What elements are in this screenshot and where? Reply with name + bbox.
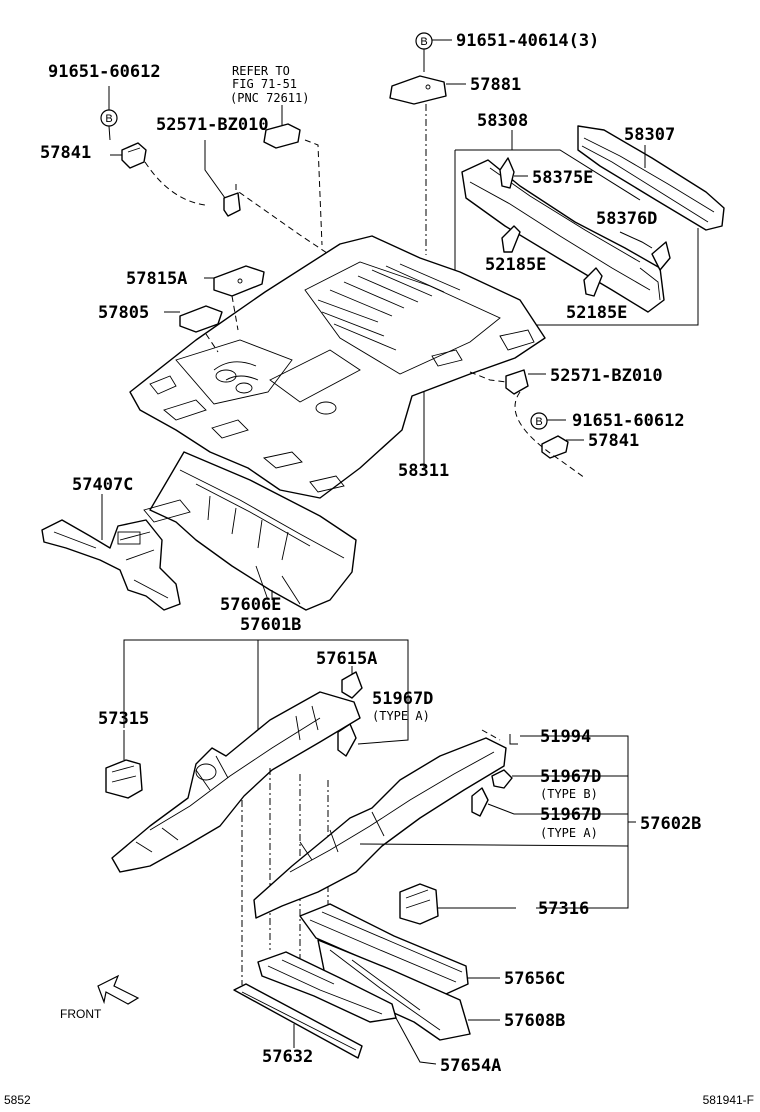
clip-51967d-type-a-lower xyxy=(471,787,489,817)
label-refer-pnc: (PNC 72611) xyxy=(230,91,309,105)
label-refer-fig: FIG 71-51 xyxy=(232,77,297,91)
bracket-57881 xyxy=(389,75,466,105)
bolt-91651-60612-left: B xyxy=(100,86,118,141)
label-58376d: 58376D xyxy=(596,209,657,229)
label-57881: 57881 xyxy=(470,75,521,95)
label-type-a-2: (TYPE A) xyxy=(540,826,598,840)
label-type-b: (TYPE B) xyxy=(540,787,598,801)
label-58375e: 58375E xyxy=(532,168,593,188)
floor-pan-58311 xyxy=(129,235,546,499)
bracket-57407c xyxy=(41,494,181,611)
bracket-57316 xyxy=(399,883,439,925)
bracket-57841-right xyxy=(541,435,584,459)
label-51967d-c: 51967D xyxy=(540,805,601,825)
label-91651-60612-left: 91651-60612 xyxy=(48,62,161,82)
label-52571-right: 52571-BZ010 xyxy=(550,366,663,386)
bolt-91651-60612-right: B xyxy=(530,412,566,430)
label-91651-40614: 91651-40614(3) xyxy=(456,31,599,51)
label-91651-60612-right: 91651-60612 xyxy=(572,411,685,431)
plate-57632 xyxy=(233,983,363,1059)
plate-57805 xyxy=(164,305,223,333)
front-arrow-icon xyxy=(97,974,140,1005)
label-51967d-a: 51967D xyxy=(372,689,433,709)
label-57608b: 57608B xyxy=(504,1011,565,1031)
label-57602b: 57602B xyxy=(640,814,701,834)
clip-51967d-type-b xyxy=(491,769,513,789)
label-58307: 58307 xyxy=(624,125,675,145)
label-type-a-1: (TYPE A) xyxy=(372,709,430,723)
label-57315: 57315 xyxy=(98,709,149,729)
bolt-91651-40614: B xyxy=(415,32,452,72)
label-corner-right: 581941-F xyxy=(703,1093,754,1107)
label-52185e-b: 52185E xyxy=(566,303,627,323)
label-57407c: 57407C xyxy=(72,475,133,495)
bracket-52571-right xyxy=(505,369,546,395)
label-52571-top: 52571-BZ010 xyxy=(156,115,269,135)
label-51994: 51994 xyxy=(540,727,591,747)
label-51967d-b: 51967D xyxy=(540,767,601,787)
label-57601b: 57601B xyxy=(240,615,301,635)
label-refer-to: REFER TO xyxy=(232,64,290,78)
frame-rail-left-57601b xyxy=(111,691,361,873)
bracket-57841-left xyxy=(110,142,147,169)
label-57841-left: 57841 xyxy=(40,143,91,163)
label-57632: 57632 xyxy=(262,1047,313,1067)
bracket-52185e-b xyxy=(583,267,603,297)
label-57615a: 57615A xyxy=(316,649,377,669)
label-corner-left: 5852 xyxy=(4,1093,31,1107)
svg-text:B: B xyxy=(105,113,112,125)
callout-bracket-57602b xyxy=(359,735,636,909)
label-57316: 57316 xyxy=(538,899,589,919)
plate-refer-top xyxy=(263,105,301,149)
label-57805: 57805 xyxy=(98,303,149,323)
label-52185e-a: 52185E xyxy=(485,255,546,275)
bracket-57615a xyxy=(341,666,363,699)
frame-rail-right-57602b xyxy=(253,737,507,919)
label-57815a: 57815A xyxy=(126,269,187,289)
label-57606e: 57606E xyxy=(220,595,281,615)
label-58308: 58308 xyxy=(477,111,528,131)
label-58311: 58311 xyxy=(398,461,449,481)
rail-58307 xyxy=(577,125,725,231)
label-57656c: 57656C xyxy=(504,969,565,989)
plate-57815a xyxy=(204,265,265,297)
label-57654a: 57654A xyxy=(440,1056,501,1076)
cross-member-57656c xyxy=(299,903,500,995)
label-57841-right: 57841 xyxy=(588,431,639,451)
svg-text:B: B xyxy=(420,36,427,48)
cross-member-57654a xyxy=(257,951,437,1065)
bracket-57315 xyxy=(105,730,143,799)
clip-51994 xyxy=(509,734,518,745)
clip-58375e xyxy=(499,157,528,189)
bracket-52571-top xyxy=(204,140,241,217)
svg-text:B: B xyxy=(535,416,542,428)
bracket-52185e-a xyxy=(501,225,521,253)
bracket-58376d xyxy=(619,231,671,271)
label-front: FRONT xyxy=(60,1007,102,1021)
tunnel-member-57606e xyxy=(143,451,357,611)
